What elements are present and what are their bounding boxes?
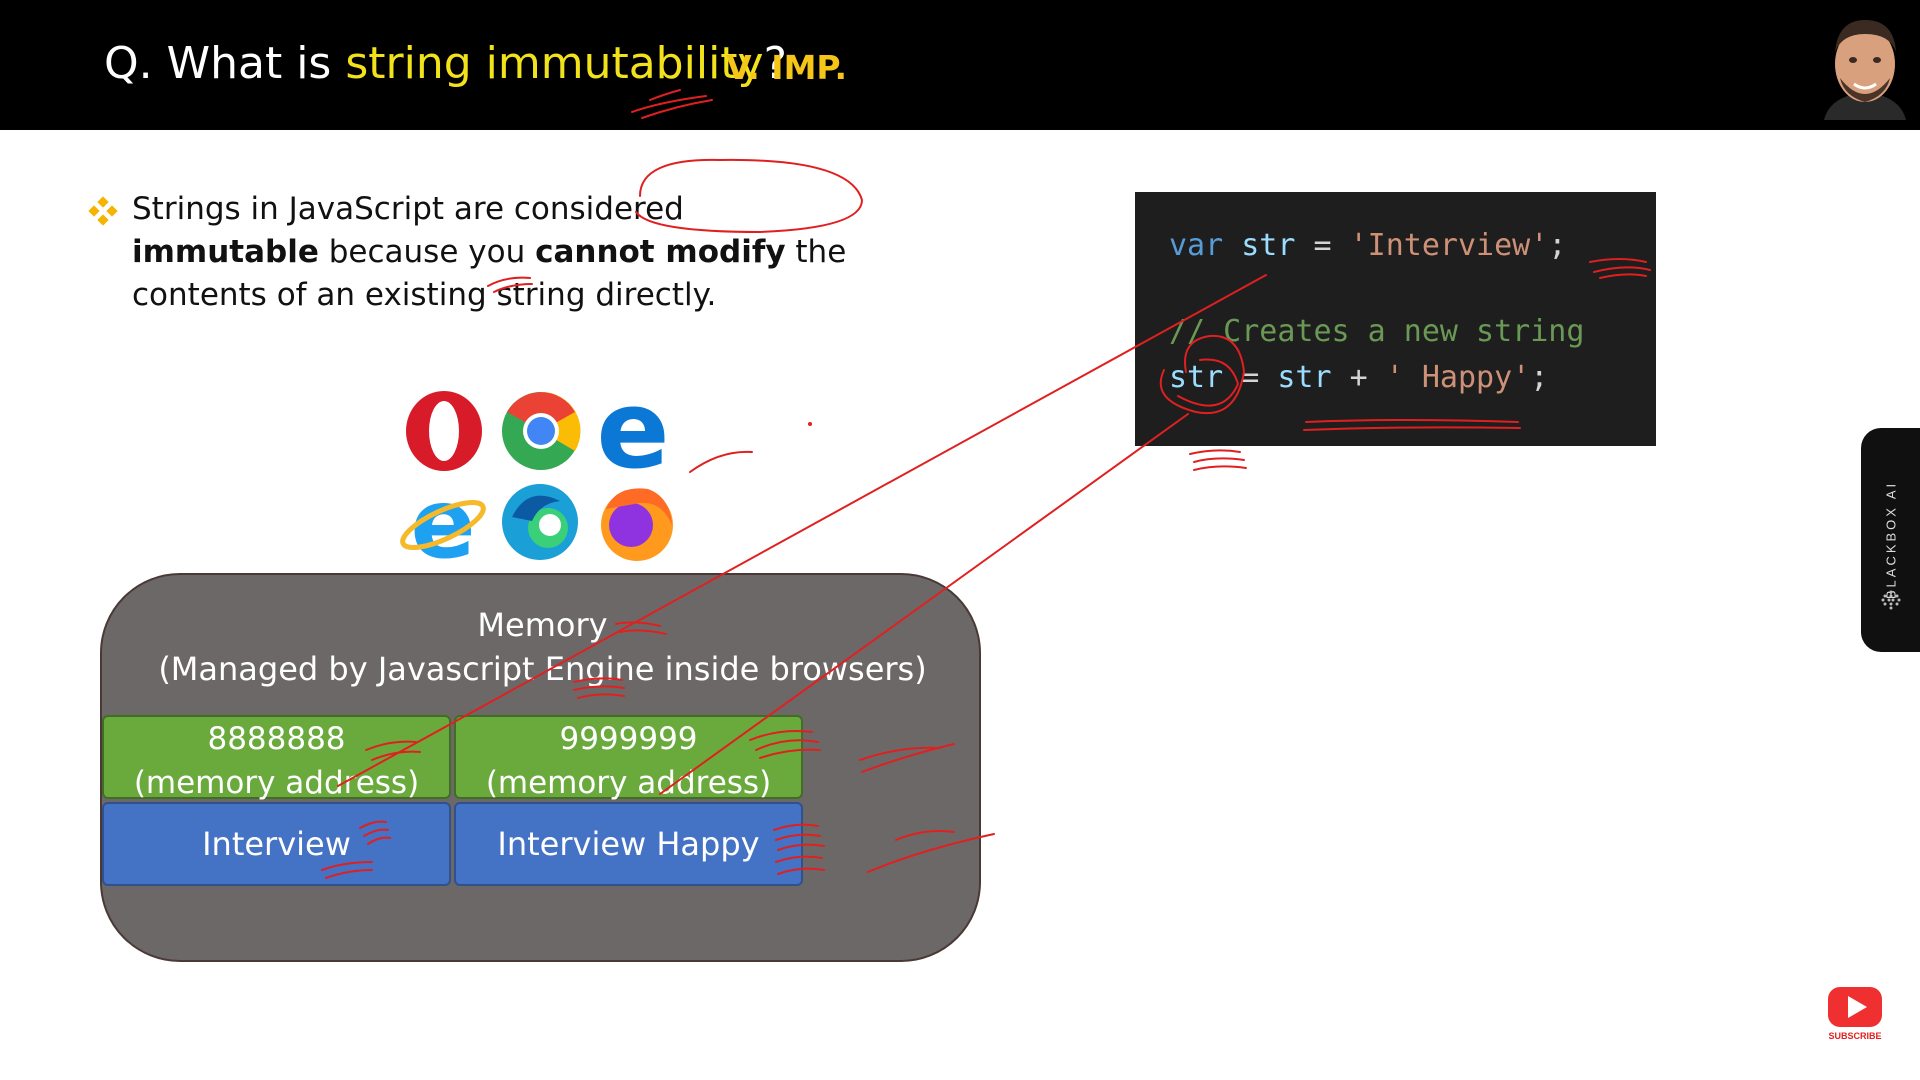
code-variable: str (1277, 360, 1332, 395)
blackbox-ai-label: BLACKBOX AI (1883, 480, 1899, 600)
memory-address: 9999999 (559, 721, 698, 757)
blackbox-dots-icon (1881, 590, 1901, 610)
code-operator: = (1295, 228, 1350, 263)
code-line-2: // Creates a new string (1169, 314, 1584, 349)
browser-icons: e e (400, 368, 690, 580)
firefox-icon (601, 488, 673, 561)
code-keyword: var (1169, 228, 1224, 263)
memory-title: Memory (Managed by Javascript Engine ins… (102, 603, 983, 691)
memory-address-cell: 8888888 (memory address) (102, 715, 451, 801)
code-comment: // Creates a new string (1169, 314, 1585, 349)
blackbox-ai-tab[interactable]: BLACKBOX AI (1861, 428, 1920, 652)
code-block: var str = 'Interview'; // Creates a new … (1135, 192, 1656, 446)
header-bar: Q. What is string immutability? V. IMP. (0, 0, 1920, 130)
page-title: Q. What is string immutability? (104, 38, 787, 89)
importance-badge: V. IMP. (726, 48, 848, 87)
bullet-bold-immutable: immutable (132, 234, 319, 270)
memory-address: 8888888 (207, 721, 346, 757)
memory-address-cell: 9999999 (memory address) (454, 715, 803, 801)
bullet-diamond-icon (88, 196, 118, 226)
youtube-play-icon (1828, 987, 1882, 1027)
bullet-text-1: Strings in JavaScript are considered (132, 191, 684, 227)
svg-text:e: e (596, 385, 669, 493)
code-variable: str (1169, 360, 1224, 395)
code-string: ' Happy' (1385, 360, 1531, 395)
title-highlight: string immutability (345, 38, 764, 89)
edge-icon (502, 484, 578, 560)
code-operator: + (1331, 360, 1386, 395)
code-semicolon: ; (1530, 360, 1549, 395)
memory-box: Memory (Managed by Javascript Engine ins… (100, 573, 981, 962)
edge-legacy-icon: e (596, 368, 669, 493)
title-prefix: Q. What is (104, 38, 346, 89)
internet-explorer-icon: e (400, 468, 486, 580)
code-line-1: var str = 'Interview'; (1169, 228, 1566, 263)
memory-subtitle: (Managed by Javascript Engine inside bro… (158, 650, 927, 688)
subscribe-button[interactable]: SUBSCRIBE (1826, 985, 1884, 1043)
memory-value-cell: Interview (102, 802, 451, 886)
code-operator: = (1223, 360, 1278, 395)
memory-address-label: (memory address) (133, 765, 420, 801)
presenter-avatar (1810, 8, 1920, 120)
bullet-text-2: because you (318, 234, 536, 270)
code-variable: str (1223, 228, 1296, 263)
code-semicolon: ; (1548, 228, 1567, 263)
bullet-bold-cannot-modify: cannot modify (535, 234, 786, 270)
subscribe-label: SUBSCRIBE (1828, 1031, 1882, 1041)
memory-title-text: Memory (477, 606, 608, 644)
code-line-3: str = str + ' Happy'; (1169, 360, 1548, 395)
svg-text:e: e (410, 468, 475, 565)
title-suffix: ? (763, 38, 787, 89)
memory-value-cell: Interview Happy (454, 802, 803, 886)
chrome-icon (502, 391, 581, 470)
memory-address-label: (memory address) (485, 765, 772, 801)
bullet-text: Strings in JavaScript are considered imm… (132, 188, 852, 317)
code-string: 'Interview' (1349, 228, 1549, 263)
opera-icon (406, 391, 482, 471)
